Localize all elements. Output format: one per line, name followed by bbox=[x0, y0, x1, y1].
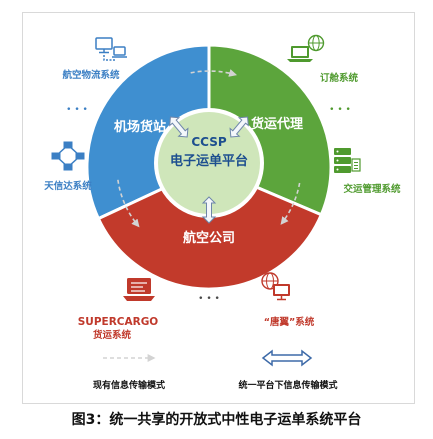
sector-label-airline: 航空公司 bbox=[183, 230, 235, 246]
double-arrow-icon bbox=[201, 196, 217, 224]
platform-name: CCSP bbox=[191, 135, 226, 149]
sector-airline bbox=[96, 165, 323, 291]
dashed-arrow-icon bbox=[280, 182, 301, 225]
center-platform-circle bbox=[158, 112, 260, 214]
sector-label-airport-cargo-station: 机场货站 bbox=[114, 119, 166, 135]
server-stack-icon bbox=[334, 148, 361, 173]
network-nodes-icon bbox=[51, 141, 85, 171]
legend-label-existing-mode: 现有信息传输模式 bbox=[93, 379, 165, 391]
system-sublabel-supercargo: 货运系统 bbox=[92, 329, 132, 341]
laptop-base bbox=[287, 59, 313, 62]
laptop-base bbox=[123, 296, 155, 301]
link-line bbox=[103, 55, 116, 61]
laptop-icon bbox=[123, 278, 155, 301]
network-node bbox=[63, 163, 73, 171]
system-label-supercargo: SUPERCARGO bbox=[78, 316, 159, 328]
laptop-screen bbox=[113, 46, 126, 56]
system-label-air-logistics: 航空物流系统 bbox=[62, 69, 120, 81]
system-label-tangyi: “唐翼”系统 bbox=[264, 316, 315, 328]
laptop-globe-icon bbox=[287, 34, 325, 62]
server-unit bbox=[334, 148, 351, 155]
laptop-screen bbox=[127, 278, 151, 294]
system-label-transport-management: 交运管理系统 bbox=[343, 183, 401, 195]
network-node bbox=[75, 152, 85, 160]
network-node bbox=[63, 141, 73, 149]
ccsp-platform-diagram: CCSP 电子运单平台 机场货站 货运代理 航空公司 航空物流系统 • • • bbox=[22, 12, 415, 404]
platform-subtitle: 电子运单平台 bbox=[170, 153, 248, 169]
server-unit bbox=[334, 157, 351, 164]
network-computers-icon bbox=[95, 37, 127, 61]
globe-monitor-icon bbox=[261, 272, 290, 301]
sector-label-freight-forwarder: 货运代理 bbox=[251, 116, 303, 132]
figure-caption: 图3：统一共享的开放式中性电子运单系统平台 bbox=[71, 412, 362, 428]
system-label-booking: 订舱系统 bbox=[320, 72, 359, 84]
double-arrow-icon bbox=[169, 116, 189, 138]
server-unit bbox=[334, 166, 351, 173]
legend-label-unified-mode: 统一平台下信息传输模式 bbox=[238, 379, 337, 391]
server-stack-icon-strokes bbox=[334, 148, 361, 173]
monitor-screen bbox=[275, 286, 288, 294]
legend: 现有信息传输模式 统一平台下信息传输模式 bbox=[93, 349, 338, 391]
existing-exchange-arrows bbox=[117, 69, 301, 228]
more-systems-indicator: • • • bbox=[329, 105, 351, 115]
monitor-shape bbox=[95, 37, 113, 50]
system-label-tianxinda: 天信达系统 bbox=[44, 180, 92, 192]
laptop-globe-icon-strokes bbox=[287, 34, 325, 62]
dashed-arrow-icon bbox=[190, 69, 238, 77]
more-systems-indicator: • • • bbox=[198, 294, 220, 304]
server-light bbox=[336, 168, 339, 171]
figure-frame bbox=[22, 12, 415, 404]
server-light bbox=[336, 150, 339, 153]
server-light bbox=[336, 159, 339, 162]
laptop-screen-inner bbox=[293, 48, 307, 56]
legend-double-arrow-icon bbox=[261, 349, 313, 367]
double-arrow-icon bbox=[229, 116, 249, 138]
network-node bbox=[51, 152, 61, 160]
network-nodes-icon-strokes bbox=[51, 141, 85, 171]
more-systems-indicator: • • • bbox=[66, 105, 88, 115]
unified-exchange-arrows bbox=[169, 116, 249, 224]
globe-monitor-icon-strokes bbox=[261, 272, 290, 301]
dashed-arrow-icon bbox=[117, 179, 140, 228]
